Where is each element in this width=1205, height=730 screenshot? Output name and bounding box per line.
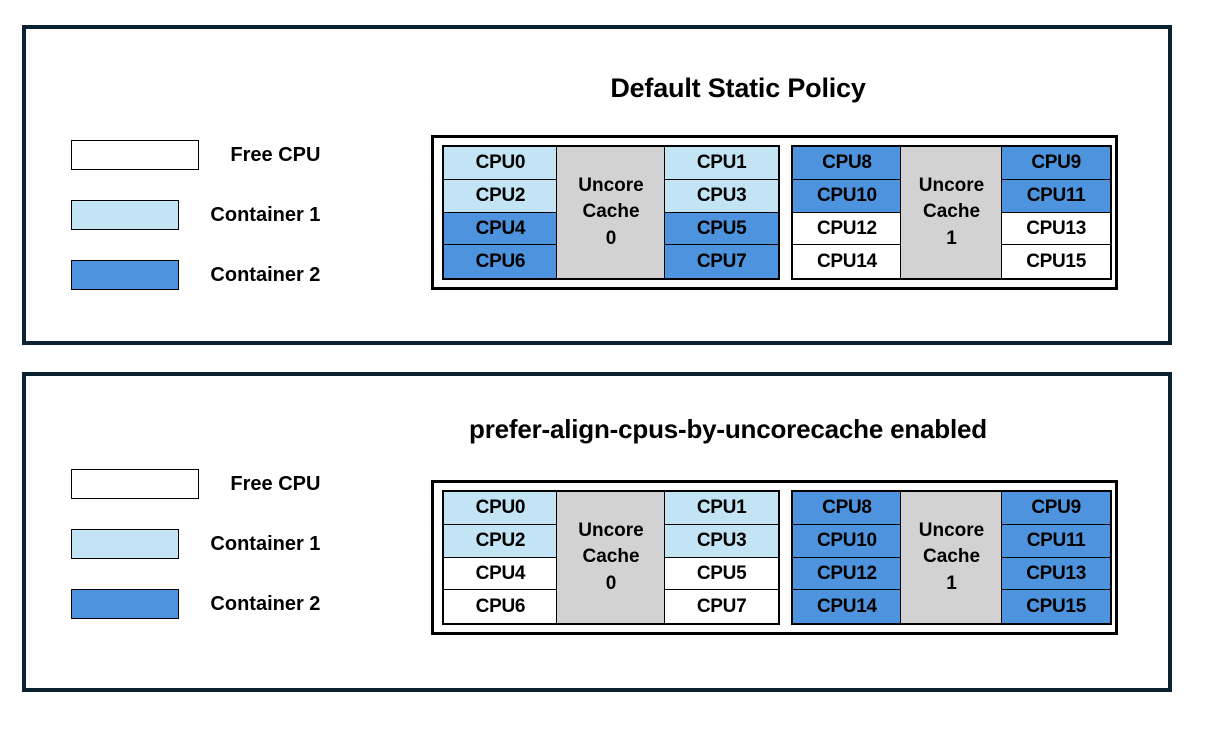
cpu-column-right: CPU9 CPU11 CPU13 CPU15 [1001, 146, 1111, 279]
uncore-line-3: 1 [946, 227, 957, 249]
legend-item-container-1: Container 1 [71, 185, 321, 245]
uncore-line-1: Uncore [918, 520, 985, 542]
uncore-line-3: 0 [605, 572, 617, 594]
cpu-column-left: CPU0 CPU2 CPU4 CPU6 [443, 491, 558, 624]
uncore-cache-group-0: CPU0 CPU2 CPU4 CPU6 Uncore Cache 0 CPU1 … [442, 145, 780, 280]
cpu-cell: CPU11 [1001, 523, 1111, 559]
cpu-column-right: CPU9 CPU11 CPU13 CPU15 [1001, 491, 1111, 624]
legend-item-container-2: Container 2 [71, 245, 321, 305]
cpu-cell: CPU8 [792, 146, 902, 181]
uncore-cache-label: Uncore Cache 1 [900, 146, 1003, 279]
uncore-line-2: Cache [582, 546, 640, 568]
cpu-cell: CPU15 [1001, 244, 1111, 279]
cpu-cell: CPU7 [664, 244, 779, 279]
cpu-cell: CPU12 [792, 556, 902, 592]
legend-label-container-2: Container 2 [210, 263, 321, 286]
legend-swatch-container-1 [71, 200, 180, 230]
uncore-cache-label: Uncore Cache 0 [556, 146, 666, 279]
cpu-cell: CPU4 [443, 556, 558, 592]
uncore-line-2: Cache [922, 201, 981, 223]
cpu-cell: CPU11 [1001, 178, 1111, 214]
uncore-line-1: Uncore [578, 520, 644, 542]
legend-item-container-1: Container 1 [71, 514, 321, 574]
legend-label-container-1: Container 1 [210, 532, 321, 555]
cpu-column-left: CPU0 CPU2 CPU4 CPU6 [443, 146, 558, 279]
panel-prefer-align-cpus-by-uncorecache: prefer-align-cpus-by-uncorecache enabled… [22, 372, 1172, 692]
page-title: prefer-align-cpus-by-uncorecache enabled [469, 414, 987, 444]
cpu-cell: CPU5 [664, 211, 779, 247]
cpu-cell: CPU2 [443, 178, 558, 214]
cpu-cell: CPU13 [1001, 556, 1111, 592]
cpu-cell: CPU2 [443, 523, 558, 559]
legend-swatch-container-2 [71, 589, 180, 619]
cpu-cell: CPU6 [443, 589, 558, 624]
page-title: Default Static Policy [610, 73, 866, 103]
legend-swatch-container-2 [71, 260, 180, 290]
legend-swatch-free-cpu [71, 469, 200, 499]
uncore-cache-group-1: CPU8 CPU10 CPU12 CPU14 Uncore Cache 1 CP… [791, 490, 1112, 625]
legend-item-free-cpu: Free CPU [71, 125, 321, 185]
uncore-line-2: Cache [922, 546, 981, 568]
uncore-cache-label: Uncore Cache 0 [556, 491, 666, 624]
cpu-cell: CPU10 [792, 178, 902, 214]
cpu-topology-diagram: CPU0 CPU2 CPU4 CPU6 Uncore Cache 0 CPU1 … [431, 135, 1118, 290]
cpu-cell: CPU4 [443, 211, 558, 247]
cpu-cell: CPU0 [443, 146, 558, 181]
cpu-topology-diagram: CPU0 CPU2 CPU4 CPU6 Uncore Cache 0 CPU1 … [431, 480, 1118, 635]
legend: Free CPU Container 1 Container 2 [71, 125, 321, 305]
uncore-cache-group-0: CPU0 CPU2 CPU4 CPU6 Uncore Cache 0 CPU1 … [442, 490, 780, 625]
cpu-cell: CPU6 [443, 244, 558, 279]
legend-label-container-2: Container 2 [210, 592, 321, 615]
legend-item-container-2: Container 2 [71, 574, 321, 634]
cpu-cell: CPU3 [664, 178, 779, 214]
cpu-cell: CPU5 [664, 556, 779, 592]
cpu-cell: CPU10 [792, 523, 902, 559]
legend-swatch-free-cpu [71, 140, 200, 170]
cpu-cell: CPU12 [792, 211, 902, 247]
uncore-line-1: Uncore [918, 175, 985, 197]
cpu-cell: CPU14 [792, 244, 902, 279]
legend: Free CPU Container 1 Container 2 [71, 454, 321, 634]
cpu-column-left: CPU8 CPU10 CPU12 CPU14 [792, 491, 902, 624]
panel-default-static-policy: Default Static Policy Free CPU Container… [22, 25, 1172, 345]
cpu-cell: CPU0 [443, 491, 558, 526]
cpu-cell: CPU15 [1001, 589, 1111, 624]
legend-label-container-1: Container 1 [210, 203, 321, 226]
cpu-cell: CPU7 [664, 589, 779, 624]
cpu-cell: CPU3 [664, 523, 779, 559]
legend-label-free-cpu: Free CPU [230, 143, 321, 166]
cpu-cell: CPU1 [664, 491, 779, 526]
cpu-cell: CPU8 [792, 491, 902, 526]
cpu-cell: CPU14 [792, 589, 902, 624]
uncore-line-3: 1 [946, 572, 957, 594]
cpu-column-right: CPU1 CPU3 CPU5 CPU7 [664, 146, 779, 279]
legend-label-free-cpu: Free CPU [230, 472, 321, 495]
cpu-cell: CPU1 [664, 146, 779, 181]
cpu-column-left: CPU8 CPU10 CPU12 CPU14 [792, 146, 902, 279]
cpu-cell: CPU9 [1001, 491, 1111, 526]
uncore-line-3: 0 [605, 227, 617, 249]
uncore-cache-label: Uncore Cache 1 [900, 491, 1003, 624]
cpu-cell: CPU13 [1001, 211, 1111, 247]
uncore-line-2: Cache [582, 201, 640, 223]
cpu-column-right: CPU1 CPU3 CPU5 CPU7 [664, 491, 779, 624]
legend-swatch-container-1 [71, 529, 180, 559]
legend-item-free-cpu: Free CPU [71, 454, 321, 514]
uncore-cache-group-1: CPU8 CPU10 CPU12 CPU14 Uncore Cache 1 CP… [791, 145, 1112, 280]
cpu-cell: CPU9 [1001, 146, 1111, 181]
uncore-line-1: Uncore [578, 175, 644, 197]
